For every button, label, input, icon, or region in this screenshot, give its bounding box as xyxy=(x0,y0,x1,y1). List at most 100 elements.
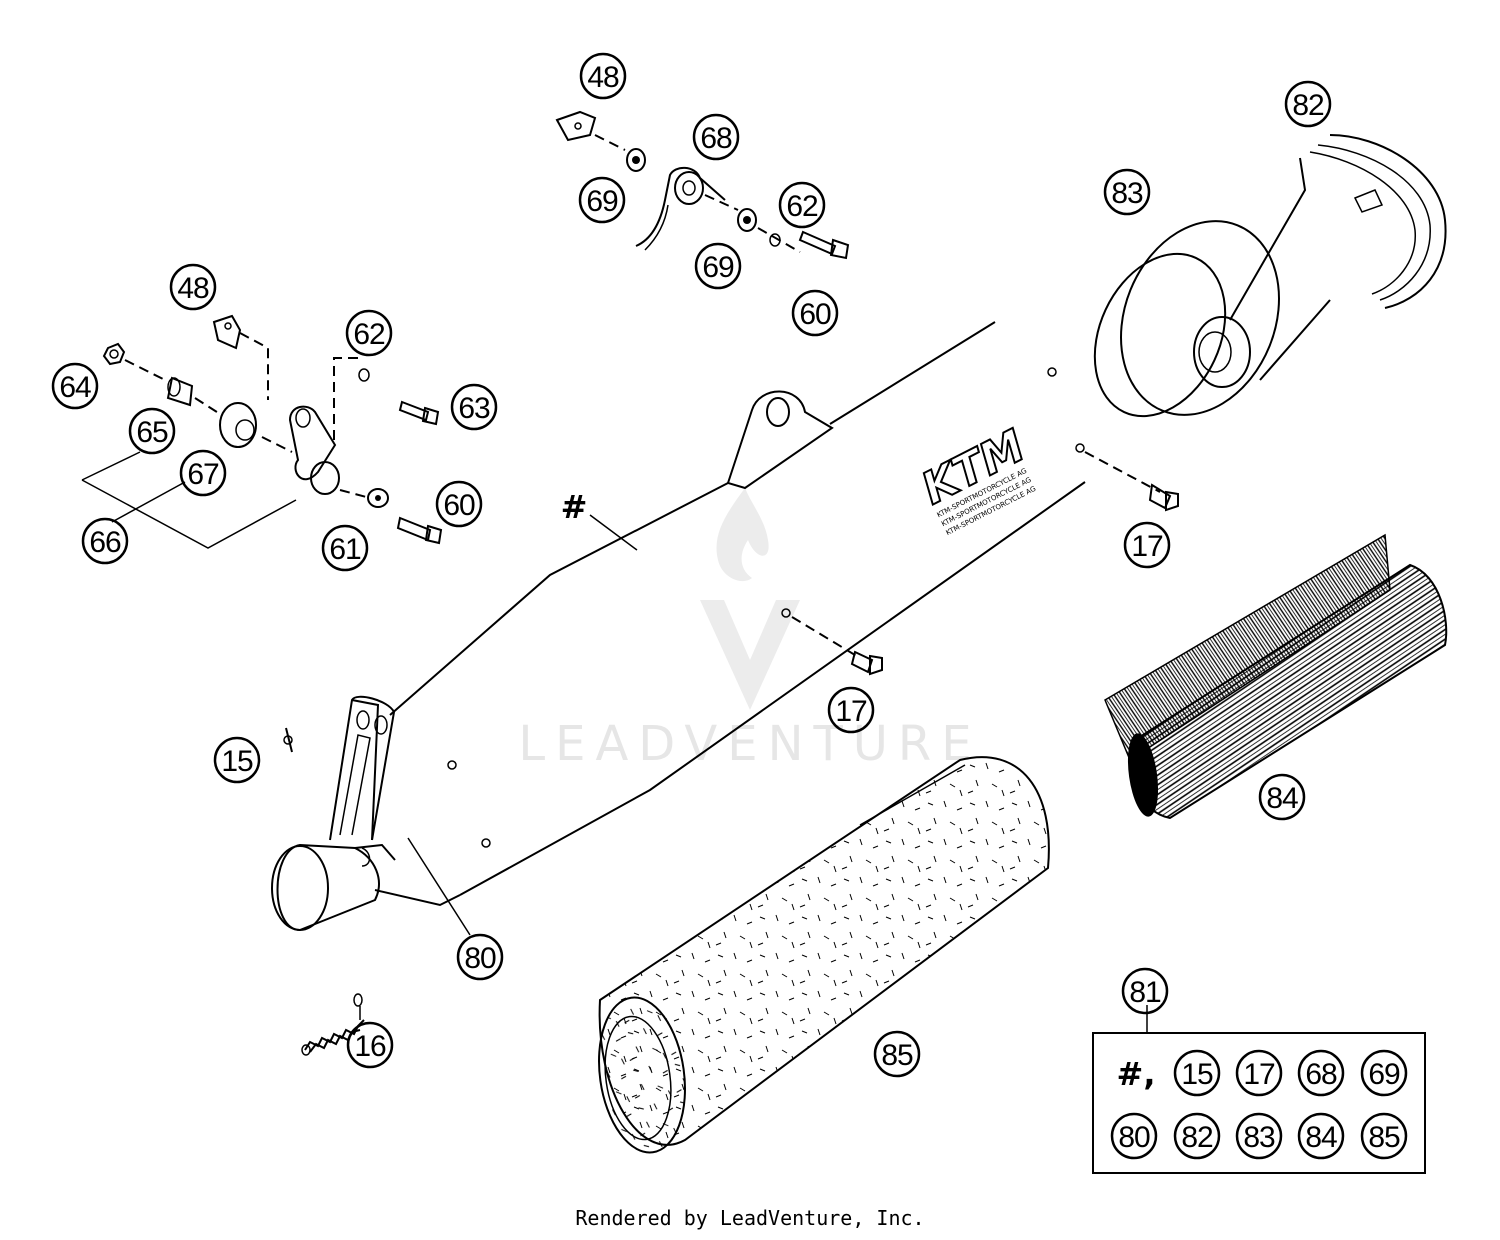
kit-prefix: #, xyxy=(1117,1055,1156,1093)
watermark-text: LEADVENTURE xyxy=(518,716,981,772)
callout-c65-label: 65 xyxy=(136,416,168,449)
kit-item-row2-0: 80 xyxy=(1110,1112,1158,1160)
rivet-15 xyxy=(283,727,293,753)
callout-c81-label: 81 xyxy=(1129,976,1161,1009)
callout-c83-label: 83 xyxy=(1111,177,1143,210)
callout-c16: 16 xyxy=(346,1021,394,1069)
kit-item-row2-3: 84 xyxy=(1297,1112,1345,1160)
kit-item-row2-2-circle xyxy=(1235,1112,1283,1160)
callout-c82: 82 xyxy=(1284,80,1332,128)
callout-c17-mid: 17 xyxy=(827,686,875,734)
callout-c69-top-a: 69 xyxy=(578,176,626,224)
callout-c81-circle xyxy=(1121,967,1169,1015)
kit-item-row1-0-circle xyxy=(1173,1049,1221,1097)
callout-c82-circle xyxy=(1284,80,1332,128)
callout-c67-label: 67 xyxy=(187,458,219,491)
callout-c48-top-circle xyxy=(579,52,627,100)
callout-c48-left-circle xyxy=(169,263,217,311)
outer-packing xyxy=(598,756,1050,1154)
callout-c17-right: 17 xyxy=(1123,521,1171,569)
callout-c82-label: 82 xyxy=(1292,89,1324,122)
callout-c69-top-b-label: 69 xyxy=(702,251,734,284)
callout-c48-top: 48 xyxy=(579,52,627,100)
callout-c60-left-label: 60 xyxy=(443,489,475,522)
callout-c68-top: 68 xyxy=(692,113,740,161)
callout-c17-right-label: 17 xyxy=(1131,530,1163,563)
callout-c66-label: 66 xyxy=(89,526,121,559)
kit-item-row2-0-circle xyxy=(1110,1112,1158,1160)
kit-item-row2-3-circle xyxy=(1297,1112,1345,1160)
callout-c83-circle xyxy=(1103,168,1151,216)
kit-item-row1-2-circle xyxy=(1297,1049,1345,1097)
inner-wool xyxy=(1104,533,1448,820)
kit-item-row2-3-label: 84 xyxy=(1305,1121,1337,1154)
callout-c66-circle xyxy=(81,517,129,565)
callout-c68-top-circle xyxy=(692,113,740,161)
callout-c61: 61 xyxy=(321,524,369,572)
kit-item-row2-1: 82 xyxy=(1173,1112,1221,1160)
front-cap-assembly xyxy=(1093,134,1447,418)
callout-c62-left-circle xyxy=(345,309,393,357)
callout-c67: 67 xyxy=(179,449,227,497)
callout-c84-label: 84 xyxy=(1266,782,1298,815)
callout-c63-circle xyxy=(450,383,498,431)
callout-c65-circle xyxy=(128,407,176,455)
kit-item-row1-3-circle xyxy=(1360,1049,1408,1097)
callout-c48-left: 48 xyxy=(169,263,217,311)
callout-c84: 84 xyxy=(1258,773,1306,821)
callout-c15-circle xyxy=(213,736,261,784)
callout-c16-circle xyxy=(346,1021,394,1069)
callout-c62-left-label: 62 xyxy=(353,318,385,351)
callout-c17-mid-circle xyxy=(827,686,875,734)
top-clamp-assembly xyxy=(555,110,850,260)
kit-item-row2-2: 83 xyxy=(1235,1112,1283,1160)
ktm-logo: KTM KTM-SPORTMOTORCYCLE AG KTM-SPORTMOTO… xyxy=(913,419,1037,537)
left-clamp-assembly xyxy=(81,314,443,549)
callout-c61-label: 61 xyxy=(329,533,361,566)
callout-c60-top-circle xyxy=(791,289,839,337)
watermark: LEADVENTURE xyxy=(518,488,981,772)
callout-c67-circle xyxy=(179,449,227,497)
callout-c60-left-circle xyxy=(435,480,483,528)
callout-c69-top-a-circle xyxy=(578,176,626,224)
callout-c64-label: 64 xyxy=(59,371,91,404)
callout-c80-circle xyxy=(456,933,504,981)
kit-item-row2-2-label: 83 xyxy=(1243,1121,1275,1154)
callout-c65: 65 xyxy=(128,407,176,455)
callout-c69-top-a-label: 69 xyxy=(586,185,618,218)
kit-item-row1-3: 69 xyxy=(1360,1049,1408,1097)
callout-c60-top-label: 60 xyxy=(799,298,831,331)
kit-item-row2-4-label: 85 xyxy=(1368,1121,1400,1154)
callout-c17-right-circle xyxy=(1123,521,1171,569)
callout-c17-mid-label: 17 xyxy=(835,695,867,728)
callout-layer: 48 68 69 62 69 60 48 62 63 64 65 67 66 60 61 82 83 17 17 15… xyxy=(51,52,1408,1160)
kit-item-row1-2-label: 68 xyxy=(1305,1058,1337,1091)
callout-c80: 80 xyxy=(456,933,504,981)
callout-c16-label: 16 xyxy=(354,1030,386,1063)
kit-item-row1-3-label: 69 xyxy=(1368,1058,1400,1091)
callout-c62-left: 62 xyxy=(345,309,393,357)
footer-credit: Rendered by LeadVenture, Inc. xyxy=(575,1206,925,1230)
silencer-body xyxy=(271,321,1086,936)
callout-c60-left: 60 xyxy=(435,480,483,528)
callout-c69-top-b-circle xyxy=(694,242,742,290)
callout-c48-left-label: 48 xyxy=(177,272,209,305)
callout-c63-label: 63 xyxy=(458,392,490,425)
callout-c60-top: 60 xyxy=(791,289,839,337)
kit-item-row1-0-label: 15 xyxy=(1181,1058,1213,1091)
hash-label: # xyxy=(561,488,588,526)
kit-item-row2-4-circle xyxy=(1360,1112,1408,1160)
callout-c85-label: 85 xyxy=(881,1039,913,1072)
callout-c15-label: 15 xyxy=(221,745,253,778)
kit-item-row2-0-label: 80 xyxy=(1118,1121,1150,1154)
callout-c85: 85 xyxy=(873,1030,921,1078)
kit-item-row1-0: 15 xyxy=(1173,1049,1221,1097)
kit-item-row2-1-circle xyxy=(1173,1112,1221,1160)
callout-c81: 81 xyxy=(1121,967,1169,1015)
callout-c64-circle xyxy=(51,362,99,410)
callout-c48-top-label: 48 xyxy=(587,61,619,94)
callout-c61-circle xyxy=(321,524,369,572)
callout-c69-top-b: 69 xyxy=(694,242,742,290)
callout-c62-top: 62 xyxy=(778,181,826,229)
